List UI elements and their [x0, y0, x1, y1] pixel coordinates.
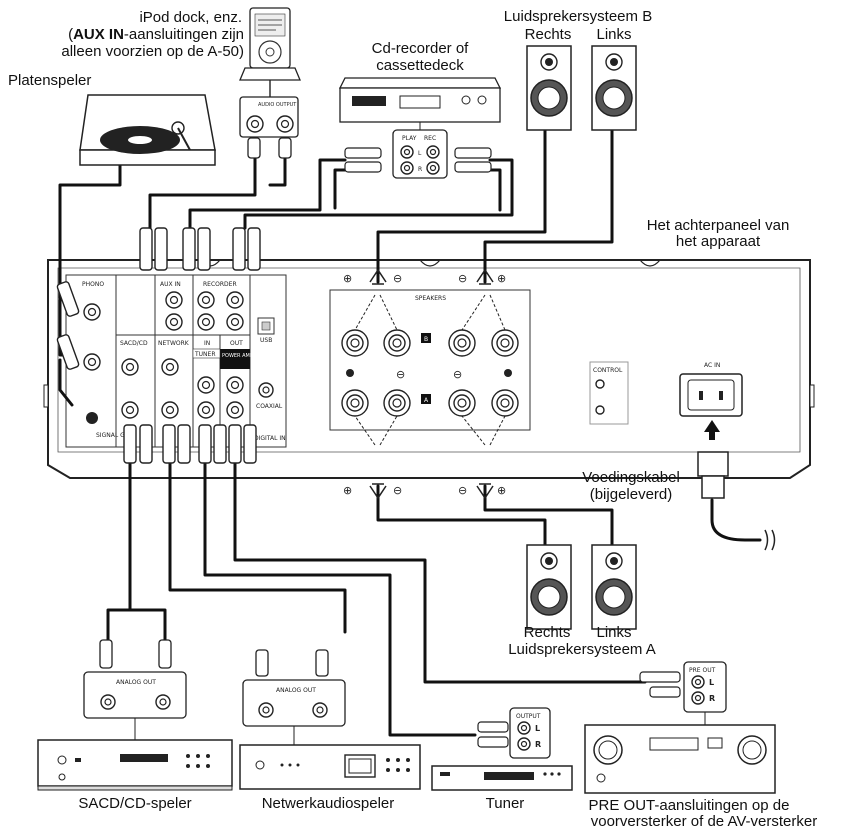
recorder-jacks [197, 291, 244, 331]
network-player-label: Netwerkaudiospeler [261, 795, 395, 812]
aux-in-note-bold: AUX IN [73, 26, 124, 43]
sacd-cd-label: SACD/CD [120, 340, 148, 347]
svg-text:REC: REC [424, 135, 436, 142]
svg-text:PLAY: PLAY [402, 135, 417, 142]
phono-jacks [83, 303, 101, 424]
svg-text:ANALOG OUT: ANALOG OUT [116, 679, 156, 686]
preout-panel: PRE OUT L R [639, 661, 727, 725]
control-section: CONTROL [589, 361, 629, 425]
speaker-wire-forks: ⊕ ⊖ ⊖ ⊕ ⊕ ⊖ ⊖ ⊕ [343, 268, 506, 500]
signal-gnd-label: SIGNAL GND [96, 432, 134, 439]
svg-text:L: L [709, 678, 714, 687]
phono-label: PHONO [82, 281, 104, 288]
usb-port [257, 317, 275, 335]
tuner-label: Tuner [485, 795, 525, 812]
turntable-device [79, 94, 216, 166]
cables [58, 126, 776, 737]
cd-recorder-device: PLAY REC L R [338, 77, 502, 179]
svg-text:⊕: ⊕ [343, 484, 352, 497]
speaker-b-right [526, 45, 572, 131]
recorder-in-label: IN [204, 340, 210, 347]
aux-in-note-open: ( [68, 26, 74, 43]
svg-text:⊖: ⊖ [393, 272, 402, 285]
svg-text:⊖: ⊖ [453, 368, 462, 381]
svg-text:AUDIO OUTPUT: AUDIO OUTPUT [258, 102, 297, 108]
sacd-player-label: SACD/CD-speler [78, 795, 192, 812]
aux-in-note-label: (AUX IN-aansluitingen zijn [32, 26, 244, 43]
svg-text:⊕: ⊕ [497, 484, 506, 497]
speaker-a-title: Luidsprekersysteem A [508, 641, 656, 658]
sacd-jacks [121, 358, 139, 419]
power-amp-direct-jacks [226, 376, 244, 419]
coaxial-jack [258, 382, 274, 398]
cd-recorder-label-1: Cd-recorder of [371, 40, 469, 57]
svg-text:R: R [709, 694, 715, 703]
tuner-device [431, 765, 573, 791]
svg-text:⊕: ⊕ [497, 272, 506, 285]
speaker-terminals: SPEAKERS B A ⊖ ⊖ [329, 289, 531, 446]
aux-in-jacks [165, 291, 183, 331]
network-jacks [161, 358, 179, 419]
svg-text:ANALOG OUT: ANALOG OUT [276, 687, 316, 694]
svg-text:A: A [424, 397, 429, 404]
svg-text:⊖: ⊖ [458, 272, 467, 285]
av-amplifier-device [584, 724, 776, 794]
cd-recorder-label-2: cassettedeck [376, 57, 464, 74]
tuner-label: TUNER [194, 351, 216, 358]
svg-text:B: B [424, 336, 428, 343]
network-label: NETWORK [158, 340, 190, 347]
svg-text:PRE OUT: PRE OUT [689, 667, 716, 674]
coaxial-label: COAXIAL [256, 403, 283, 410]
ac-in-socket: AC IN [679, 362, 743, 417]
network-player-device [239, 744, 421, 790]
recorder-out-label: OUT [230, 340, 243, 347]
svg-text:⊖: ⊖ [458, 484, 467, 497]
tuner-output-panel: OUTPUT L R [477, 707, 551, 759]
sacd-player-device [37, 739, 233, 791]
sacd-analog-out-panel: ANALOG OUT [83, 639, 187, 740]
svg-text:⊖: ⊖ [393, 484, 402, 497]
speaker-b-right-label: Rechts [524, 26, 572, 43]
power-plug [697, 420, 729, 499]
power-amp-direct-label: POWER AMP DIRECT [222, 353, 274, 359]
svg-text:AC IN: AC IN [704, 362, 720, 369]
turntable-label: Platenspeler [8, 72, 92, 89]
svg-text:R: R [418, 166, 422, 173]
svg-text:L: L [535, 724, 540, 733]
speaker-a-left [591, 544, 637, 630]
aux-in-note-rest: -aansluitingen zijn [123, 26, 244, 43]
input-section: PHONO AUX IN RECORDER SACD/CD NETWORK TU… [65, 274, 287, 448]
speaker-a-right [526, 544, 572, 630]
svg-text:L: L [418, 150, 422, 157]
rear-panel-label-1: Het achterpaneel van [646, 217, 790, 234]
svg-text:CONTROL: CONTROL [593, 367, 623, 374]
preout-label-1: PRE OUT-aansluitingen op de [588, 797, 790, 814]
svg-text:R: R [535, 740, 541, 749]
speaker-a-left-label: Links [596, 624, 632, 641]
ipod-dock-label: iPod dock, enz. [139, 9, 242, 26]
speakers-label: SPEAKERS [415, 295, 446, 302]
rear-panel-label-2: het apparaat [675, 233, 761, 250]
recorder-label: RECORDER [203, 281, 237, 288]
power-cable-label-1: Voedingskabel [582, 469, 680, 486]
svg-text:OUTPUT: OUTPUT [516, 713, 541, 720]
aux-in-note-line3: alleen voorzien op de A-50) [61, 43, 244, 60]
speaker-b-left-label: Links [596, 26, 632, 43]
aux-in-label: AUX IN [160, 281, 181, 288]
panel-plugs [56, 227, 261, 464]
network-analog-out-panel: ANALOG OUT [242, 649, 346, 745]
preout-label-2: voorversterker of de AV-versterker [590, 813, 818, 830]
digital-in-label: DIGITAL IN [254, 435, 286, 442]
speaker-b-left [591, 45, 637, 131]
usb-label: USB [260, 337, 272, 344]
tuner-jacks [197, 376, 215, 419]
power-cable-label-2: (bijgeleverd) [589, 486, 673, 503]
speaker-a-right-label: Rechts [523, 624, 571, 641]
svg-text:⊕: ⊕ [343, 272, 352, 285]
svg-text:⊖: ⊖ [396, 368, 405, 381]
speaker-b-title: Luidsprekersysteem B [503, 8, 653, 25]
ipod-dock-device: AUDIO OUTPUT [239, 7, 301, 159]
